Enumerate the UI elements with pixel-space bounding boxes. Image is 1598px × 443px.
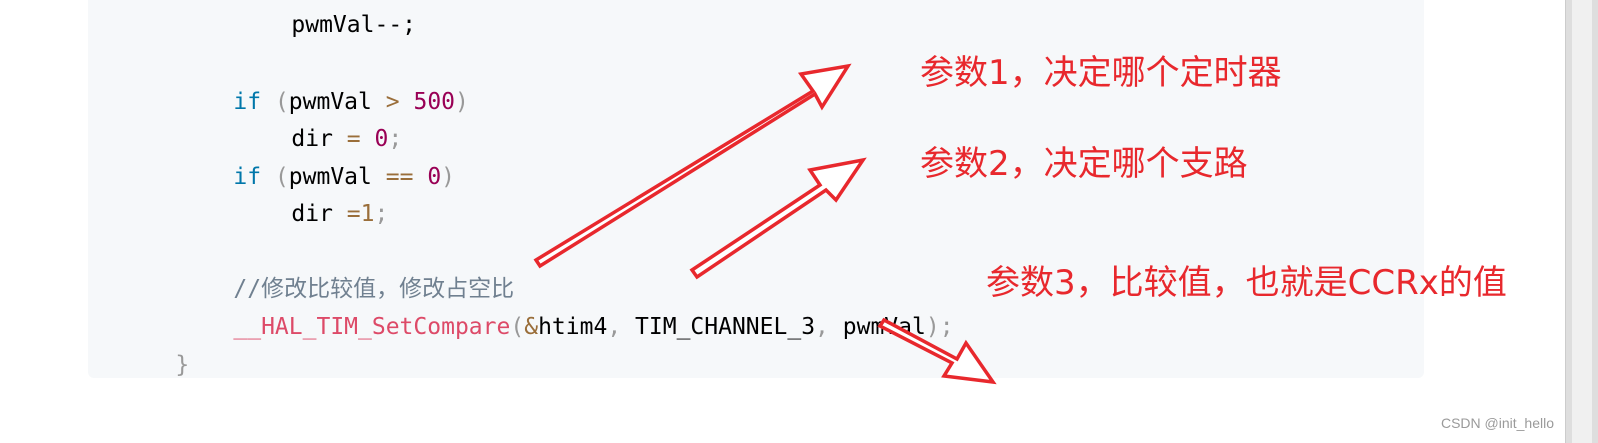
code-operator: > [385, 89, 400, 115]
code-argument-channel: TIM_CHANNEL_3 [635, 314, 816, 340]
code-operator: & [524, 314, 539, 340]
code-line-if-1: if (pwmVal > 500) [178, 47, 468, 115]
code-punctuation: , [607, 314, 622, 340]
code-operator: == [385, 164, 414, 190]
code-punctuation: ( [261, 164, 289, 190]
code-argument-htim: htim4 [538, 314, 608, 340]
arrow-to-param1-icon [533, 63, 852, 269]
arrow-to-param2-icon [689, 157, 867, 280]
annotation-param1: 参数1，决定哪个定时器 [920, 53, 1282, 93]
code-keyword: if [233, 164, 262, 190]
code-punctuation: ( [510, 314, 525, 340]
code-punctuation: ) [455, 89, 469, 115]
watermark: CSDN @init_hello [1440, 415, 1554, 431]
code-comment: //修改比较值，修改占空比 [178, 234, 514, 302]
code-operator: =1 [346, 201, 375, 227]
annotation-param3: 参数3，比较值，也就是CCRx的值 [986, 263, 1507, 303]
code-keyword: if [233, 89, 262, 115]
scrollbar-thumb[interactable] [1572, 0, 1592, 443]
code-punctuation: ); [925, 314, 954, 340]
code-variable: dir [291, 201, 333, 227]
brace-text: } [175, 352, 190, 378]
code-variable: pwmVal [288, 89, 372, 115]
arrow-pwmval-icon [877, 317, 997, 385]
code-punctuation: ) [441, 164, 456, 190]
code-block: pwmVal--; if (pwmVal > 500) dir = 0; if … [88, 0, 1424, 378]
code-punctuation: ( [261, 89, 289, 115]
code-operator: = [346, 126, 361, 152]
code-number: 0 [427, 164, 442, 190]
code-number: 500 [413, 89, 456, 115]
code-punctuation: ; [388, 126, 403, 152]
code-punctuation: , [815, 314, 829, 340]
code-line-partial: pwmVal--; [236, 0, 416, 38]
code-text: pwmVal--; [291, 12, 417, 38]
code-closing-brace: } [120, 310, 189, 378]
comment-text: //修改比较值，修改占空比 [233, 276, 515, 302]
code-line-dir-1: dir =1; [236, 159, 388, 227]
code-line-dir-0: dir = 0; [236, 84, 402, 152]
code-function-name: __HAL_TIM_SetCompare [233, 314, 511, 340]
code-line-set-compare: __HAL_TIM_SetCompare(&htim4, TIM_CHANNEL… [178, 272, 953, 340]
code-variable: dir [291, 126, 333, 152]
code-number: 0 [374, 126, 389, 152]
annotation-param2: 参数2，决定哪个支路 [920, 144, 1248, 184]
scrollbar[interactable] [1565, 0, 1598, 443]
code-variable: pwmVal [288, 164, 372, 190]
code-punctuation: ; [374, 201, 389, 227]
code-line-if-2: if (pwmVal == 0) [178, 122, 455, 190]
